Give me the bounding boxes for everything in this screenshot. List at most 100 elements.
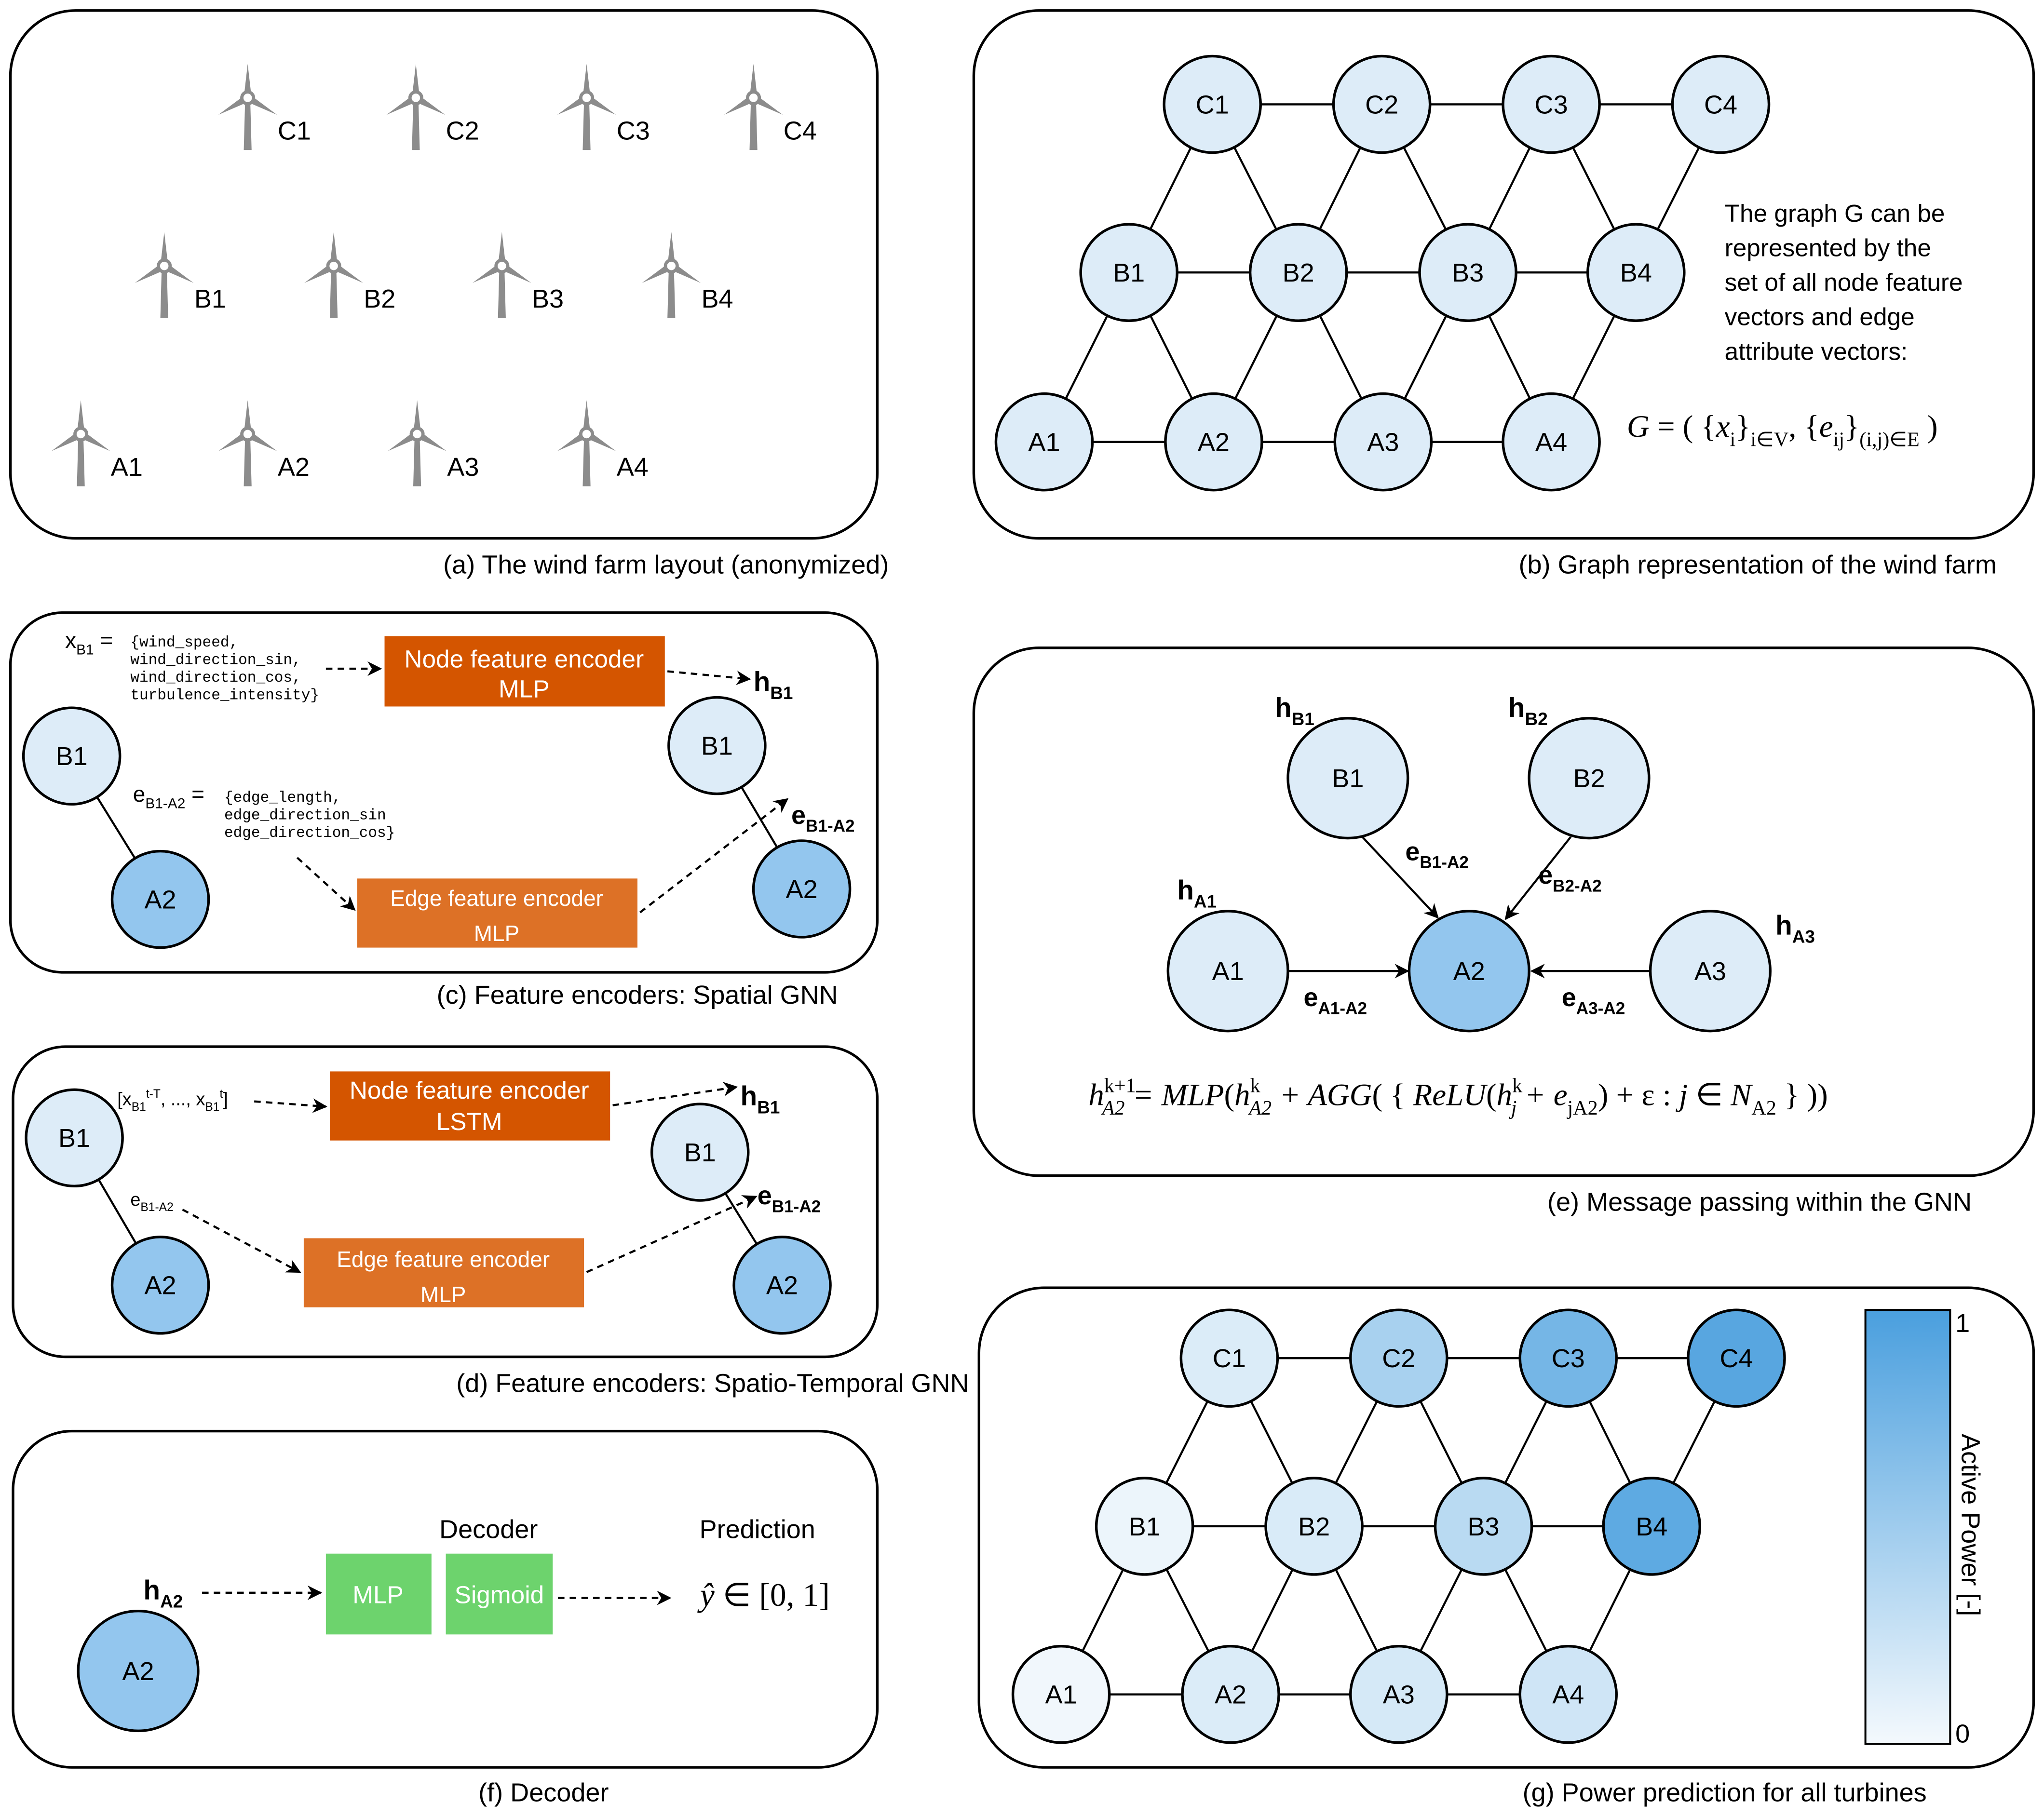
node-a2[interactable] — [110, 849, 210, 949]
prediction-output-part: ŷ — [697, 1577, 715, 1613]
turbine-label: C4 — [784, 116, 817, 145]
power-node[interactable] — [1602, 1477, 1701, 1576]
x-sequence-label: [xB1t-T, ..., xB1t] — [117, 1088, 228, 1114]
graph-node[interactable] — [1079, 223, 1178, 322]
graph-node[interactable] — [1332, 54, 1432, 154]
node-b1-right[interactable] — [650, 1103, 750, 1202]
e-b1-a2-label-part: e — [1405, 837, 1420, 866]
graph-formula-part: i∈V — [1750, 428, 1788, 451]
e-b1-a2-label-part: B1-A2 — [140, 1201, 173, 1214]
wind-turbine-icon — [724, 64, 783, 150]
graph-node-label: B1 — [1113, 258, 1145, 287]
turbine-blade — [667, 232, 676, 266]
node-encoder-lstm-box[interactable] — [329, 1071, 610, 1141]
message-passing-formula-part: k+1 — [1104, 1074, 1136, 1097]
node-encoder-label: MLP — [499, 675, 550, 703]
graph-node[interactable] — [1248, 223, 1348, 322]
h-a3-label-part: h — [1775, 911, 1792, 941]
h-b2-label-part: h — [1508, 693, 1525, 723]
node-b1[interactable] — [22, 706, 122, 806]
node-a2[interactable] — [77, 1609, 200, 1733]
node-b1[interactable] — [25, 1088, 124, 1188]
power-node[interactable] — [1095, 1477, 1194, 1576]
h-a1-label-part: h — [1177, 875, 1194, 906]
panel-a-caption: (a) The wind farm layout (anonymized) — [443, 551, 889, 579]
edge-encoder-label: MLP — [474, 921, 519, 946]
e-b1-a2-out-label: eB1-A2 — [791, 801, 855, 835]
graph-formula-part: (i,j)∈E — [1859, 428, 1920, 451]
h-b2-label-part: B2 — [1525, 709, 1548, 729]
power-node[interactable] — [1349, 1308, 1448, 1408]
power-node-label: A3 — [1383, 1681, 1415, 1709]
turbine-blade — [77, 400, 85, 434]
x-sequence-label-part: t — [219, 1088, 223, 1101]
x-sequence-label-part: B1 — [132, 1101, 146, 1114]
node-a2-label: A2 — [122, 1657, 154, 1686]
graph-formula: G = ( {xi}i∈V, {eij}(i,j)∈E ) — [1627, 409, 1938, 451]
graph-formula-part: i — [1730, 428, 1736, 451]
graph-node-label: C4 — [1704, 90, 1737, 119]
power-node[interactable] — [1011, 1644, 1111, 1744]
h-b1-label-part: B1 — [757, 1098, 780, 1117]
node-a1[interactable] — [1166, 910, 1289, 1033]
turbine-blade — [244, 64, 252, 98]
graph-node[interactable] — [1333, 392, 1433, 492]
power-node[interactable] — [1518, 1644, 1618, 1744]
prediction-output-part: ∈ [0, 1] — [715, 1577, 830, 1613]
graph-node[interactable] — [1502, 392, 1601, 492]
h-b1-label-part: h — [741, 1081, 758, 1112]
node-b1-right[interactable] — [667, 696, 767, 795]
turbine-label: B4 — [701, 284, 733, 313]
power-node[interactable] — [1181, 1644, 1280, 1744]
prediction-output: ŷ ∈ [0, 1] — [697, 1577, 830, 1613]
message-passing-formula-part: N — [1730, 1078, 1753, 1113]
graph-node[interactable] — [1418, 223, 1517, 322]
graph-formula-part: = ( { — [1650, 409, 1716, 444]
node-b2[interactable] — [1528, 717, 1651, 840]
node-a2[interactable] — [1408, 910, 1530, 1033]
e-b1-a2-out-label-part: B1-A2 — [806, 817, 854, 835]
node-encoder-label: LSTM — [436, 1108, 502, 1135]
power-node[interactable] — [1264, 1477, 1364, 1576]
colorbar-max-label: 1 — [1955, 1309, 1970, 1338]
node-a3[interactable] — [1649, 910, 1772, 1033]
graph-node[interactable] — [1163, 54, 1262, 154]
power-node[interactable] — [1518, 1308, 1618, 1408]
message-passing-formula-part: ( — [1224, 1078, 1234, 1113]
turbine-blade — [160, 232, 168, 266]
h-a1-label: hA1 — [1177, 875, 1217, 912]
turbine-hub — [579, 426, 595, 442]
graph-node[interactable] — [1164, 392, 1263, 492]
edge-encoder-mlp-box[interactable] — [357, 878, 637, 948]
power-node[interactable] — [1687, 1308, 1786, 1408]
turbine-tower — [582, 102, 591, 150]
node-a2-right[interactable] — [732, 1236, 832, 1335]
graph-node[interactable] — [1502, 54, 1601, 154]
power-node[interactable] — [1434, 1477, 1533, 1576]
turbine-hub — [663, 258, 679, 274]
edge-encoder-mlp-box[interactable] — [303, 1238, 584, 1307]
power-node[interactable] — [1349, 1644, 1448, 1744]
wind-turbine-icon — [218, 400, 277, 486]
node-a2-right[interactable] — [752, 839, 852, 939]
graph-node[interactable] — [994, 392, 1094, 492]
sigmoid-box[interactable] — [446, 1553, 553, 1635]
node-a2[interactable] — [110, 1236, 210, 1335]
power-node-label: C2 — [1382, 1344, 1415, 1373]
node-encoder-mlp-box[interactable] — [384, 636, 665, 707]
turbine-label: A1 — [111, 453, 143, 482]
node-b2-label: B2 — [1573, 764, 1605, 793]
x-sequence-label-part: ] — [223, 1090, 228, 1110]
node-b1[interactable] — [1286, 717, 1409, 840]
turbine-hub — [746, 90, 761, 106]
panel-e-message-passing — [972, 646, 2035, 1177]
panel-d-caption: (d) Feature encoders: Spatio-Temporal GN… — [456, 1369, 969, 1398]
graph-node[interactable] — [1671, 54, 1771, 154]
turbine-blade — [329, 232, 338, 266]
mlp-box[interactable] — [325, 1553, 432, 1635]
panel-e-caption: (e) Message passing within the GNN — [1547, 1188, 1972, 1217]
power-node[interactable] — [1179, 1308, 1279, 1408]
graph-node[interactable] — [1586, 223, 1686, 322]
